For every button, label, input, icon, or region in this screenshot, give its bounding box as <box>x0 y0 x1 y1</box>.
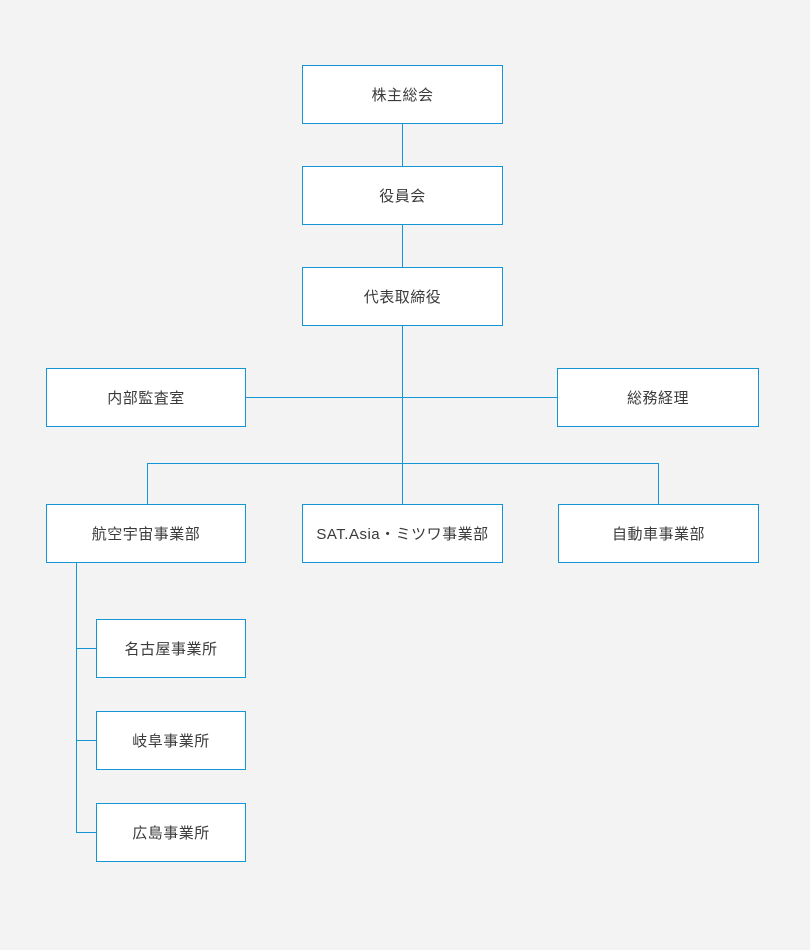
org-node-automotive-division: 自動車事業部 <box>558 504 759 563</box>
connector-shareholders-board <box>402 124 403 166</box>
org-node-label: 役員会 <box>379 188 426 205</box>
connector-audit-general-affairs <box>246 397 557 398</box>
org-node-internal-audit-office: 内部監査室 <box>46 368 246 427</box>
org-node-representative-director: 代表取締役 <box>302 267 503 326</box>
org-node-label: 代表取締役 <box>363 289 442 306</box>
org-node-hiroshima-office: 広島事業所 <box>96 803 246 862</box>
connector-ceo-to-divisions <box>402 326 403 504</box>
org-node-label: 内部監査室 <box>107 390 185 407</box>
connector-divisions-branch <box>147 463 659 464</box>
org-node-label: 広島事業所 <box>132 825 210 842</box>
org-node-label: 自動車事業部 <box>611 526 705 543</box>
connector-drop-aerospace <box>147 463 148 504</box>
org-node-label: 株主総会 <box>371 87 434 104</box>
org-node-label: 航空宇宙事業部 <box>91 526 201 543</box>
org-node-general-affairs-accounting: 総務経理 <box>557 368 759 427</box>
org-node-label: SAT.Asia・ミツワ事業部 <box>316 526 489 543</box>
org-node-label: 岐阜事業所 <box>132 733 210 750</box>
org-node-label: 名古屋事業所 <box>124 641 218 658</box>
connector-stub-hiroshima <box>76 832 96 833</box>
org-node-gifu-office: 岐阜事業所 <box>96 711 246 770</box>
org-node-nagoya-office: 名古屋事業所 <box>96 619 246 678</box>
org-node-board-of-directors: 役員会 <box>302 166 503 225</box>
org-node-sat-asia-mitsuwa-division: SAT.Asia・ミツワ事業部 <box>302 504 503 563</box>
org-node-label: 総務経理 <box>626 390 689 407</box>
connector-drop-automotive <box>658 463 659 504</box>
org-node-shareholders-meeting: 株主総会 <box>302 65 503 124</box>
connector-board-ceo <box>402 225 403 267</box>
connector-stub-gifu <box>76 740 96 741</box>
connector-aerospace-offices-spine <box>76 563 77 833</box>
connector-stub-nagoya <box>76 648 96 649</box>
org-node-aerospace-division: 航空宇宙事業部 <box>46 504 246 563</box>
